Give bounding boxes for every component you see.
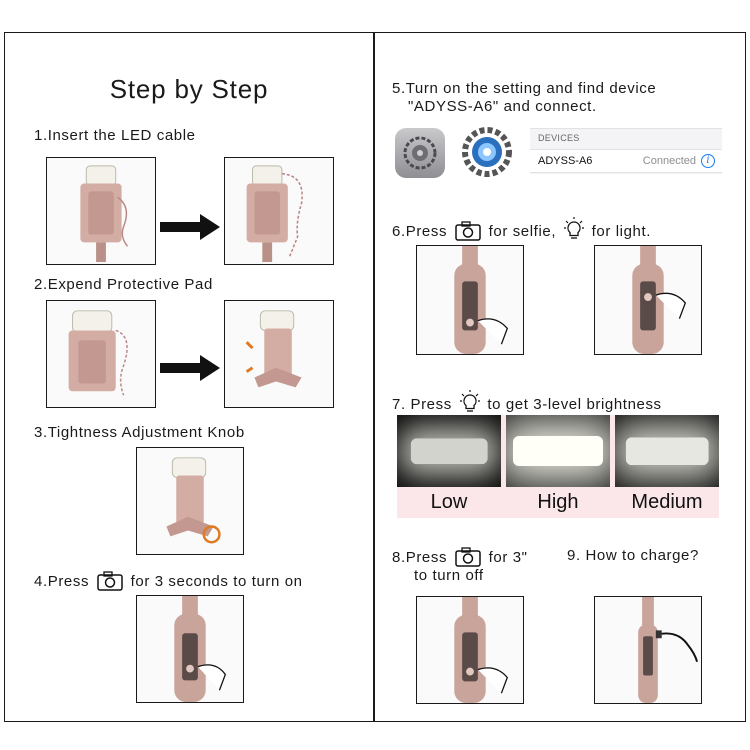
step-7-text-before: 7. Press — [392, 396, 452, 413]
page-title: Step by Step — [109, 74, 269, 104]
step-3-image — [136, 447, 244, 555]
step-6-text-mid: for selfie, — [488, 223, 557, 240]
arrow-right-icon — [160, 355, 220, 381]
step-2-image-after — [224, 300, 334, 408]
step-5-label-line1: 5.Turn on the setting and find device — [392, 80, 657, 97]
settings-app-icon — [395, 128, 445, 178]
brightness-levels: Low High Medium — [397, 415, 719, 518]
step-6-image-light — [594, 245, 702, 355]
brightness-glow — [513, 436, 603, 466]
step-4-image — [136, 595, 244, 703]
brightness-glow — [625, 437, 709, 465]
camera-icon — [97, 571, 123, 591]
step-3-label: 3.Tightness Adjustment Knob — [34, 424, 245, 441]
step-1-image-before — [46, 157, 156, 265]
step-7-text-after: to get 3-level brightness — [487, 396, 662, 413]
step-8-label: 8.Press for 3" — [392, 547, 528, 567]
brightness-label-high: High — [537, 491, 579, 513]
light-bulb-icon — [459, 390, 480, 412]
step-4-text-before: 4.Press — [34, 573, 90, 590]
device-list-panel: DEVICES ADYSS-A6 Connected i — [530, 128, 722, 174]
brightness-panel-low — [397, 415, 501, 487]
step-1-label: 1.Insert the LED cable — [34, 127, 196, 144]
camera-icon — [455, 221, 481, 241]
light-bulb-icon — [563, 217, 584, 239]
brightness-panel-high — [506, 415, 610, 487]
brightness-glow — [410, 438, 488, 464]
arrow-right-icon — [160, 214, 220, 240]
device-row[interactable]: ADYSS-A6 Connected i — [530, 149, 722, 173]
step-7-label: 7. Press to get 3-level brightness — [392, 390, 662, 414]
device-status: Connected — [642, 155, 696, 167]
step-8-text-after: for 3" — [488, 549, 528, 566]
column-divider — [373, 32, 375, 722]
brightness-label-low: Low — [430, 491, 468, 513]
step-5-label-line2: "ADYSS-A6" and connect. — [408, 98, 597, 115]
step-2-image-before — [46, 300, 156, 408]
step-4-text-after: for 3 seconds to turn on — [130, 573, 303, 590]
brightness-panel-medium — [615, 415, 719, 487]
step-9-image — [594, 596, 702, 704]
step-1-image-after — [224, 157, 334, 265]
step-6-label: 6.Press for selfie, for light. — [392, 217, 651, 241]
step-8-label-line2: to turn off — [414, 567, 484, 584]
brightness-label-medium: Medium — [631, 491, 703, 513]
step-8-image — [416, 596, 524, 704]
step-6-text-after: for light. — [591, 223, 652, 240]
step-6-image-selfie — [416, 245, 524, 355]
device-list-header: DEVICES — [538, 133, 580, 143]
step-4-label: 4.Press for 3 seconds to turn on — [34, 571, 303, 591]
bluetooth-gear-icon — [462, 127, 512, 177]
step-6-text-before: 6.Press — [392, 223, 448, 240]
device-name: ADYSS-A6 — [538, 155, 593, 167]
step-8-text-before: 8.Press — [392, 549, 448, 566]
page-frame — [4, 32, 746, 722]
info-icon[interactable]: i — [701, 154, 715, 168]
settings-gear-icon — [403, 136, 437, 170]
step-9-label: 9. How to charge? — [567, 547, 699, 564]
step-2-label: 2.Expend Protective Pad — [34, 276, 213, 293]
camera-icon — [455, 547, 481, 567]
